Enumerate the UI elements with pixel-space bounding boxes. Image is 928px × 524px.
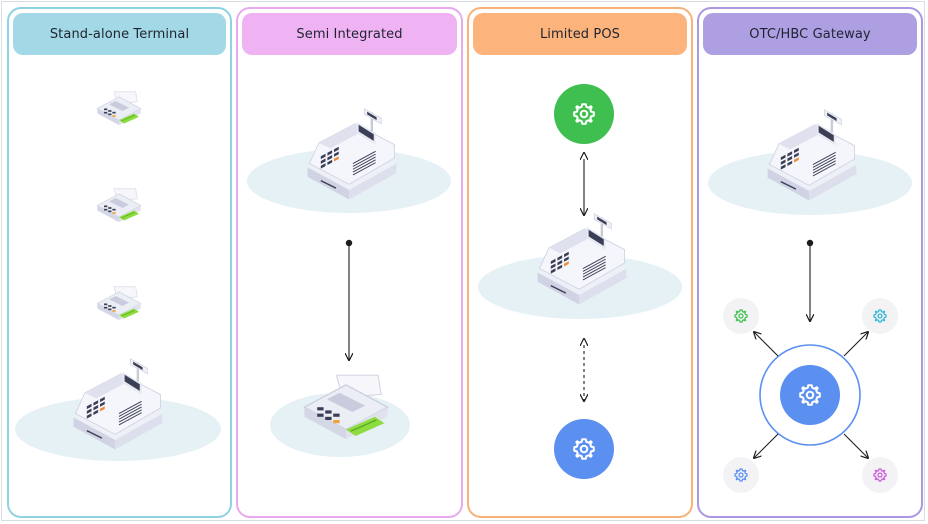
column-title: OTC/HBC Gateway (749, 26, 871, 42)
column-header: OTC/HBC Gateway (703, 13, 917, 55)
limited-pos-group (478, 84, 682, 479)
gateway-hub-node (780, 365, 840, 425)
satellite-node (862, 457, 898, 493)
column-title: Stand-alone Terminal (49, 26, 190, 42)
column-header: Semi Integrated (242, 13, 457, 55)
standalone-terminal-group (15, 91, 221, 461)
column-title: Limited POS (539, 26, 621, 42)
satellite-node (862, 298, 898, 334)
gateway-group (708, 108, 912, 493)
blue-gear-node (554, 419, 614, 479)
green-gear-node (554, 84, 614, 144)
satellite-node (723, 298, 759, 334)
card-terminal-icon (96, 188, 142, 223)
satellite-node (723, 457, 759, 493)
card-terminal-icon (96, 286, 142, 321)
hub-arrow (843, 433, 868, 458)
hub-arrow (843, 332, 868, 357)
column-title: Semi Integrated (296, 26, 403, 42)
card-terminal-icon (96, 91, 142, 126)
hub-arrow (754, 332, 779, 357)
hub-arrow (754, 433, 779, 458)
semi-integrated-group (247, 107, 451, 457)
column-header: Limited POS (473, 13, 687, 55)
column-header: Stand-alone Terminal (13, 13, 226, 55)
